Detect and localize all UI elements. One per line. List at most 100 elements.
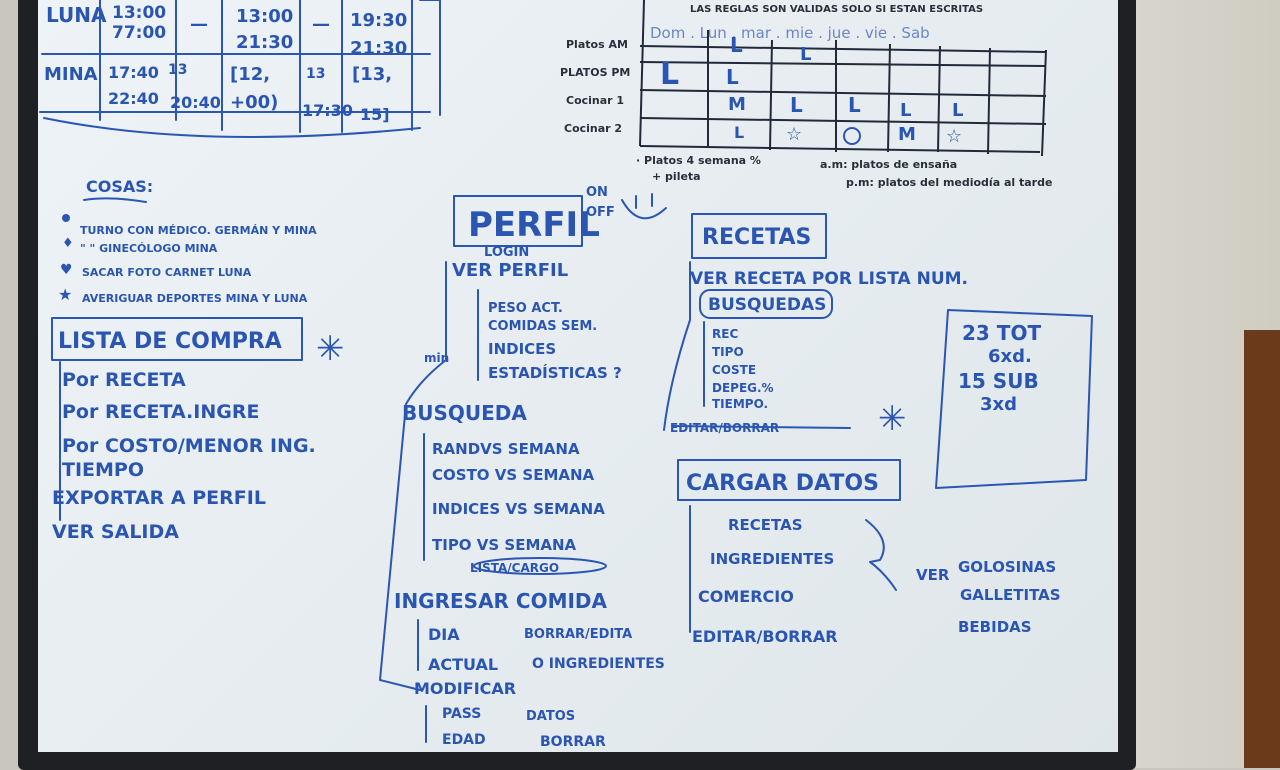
svg-text:BEBIDAS: BEBIDAS bbox=[958, 618, 1032, 636]
title-box bbox=[453, 195, 583, 247]
svg-text:TIEMPO.: TIEMPO. bbox=[712, 397, 768, 411]
svg-text:15 SUB: 15 SUB bbox=[958, 369, 1039, 393]
asterisk-icon: ✳ bbox=[316, 329, 345, 369]
svg-text:LOGIN: LOGIN bbox=[484, 245, 529, 260]
title-box bbox=[677, 459, 901, 501]
shopping-list: LISTA DE COMPRA ✳ Por RECETA Por RECETA.… bbox=[51, 317, 345, 543]
perfil-title: PERFIL bbox=[468, 205, 600, 245]
svg-text:15]: 15] bbox=[360, 105, 390, 124]
svg-text:DATOS: DATOS bbox=[526, 709, 575, 724]
title-box bbox=[691, 213, 827, 259]
svg-text:VER: VER bbox=[916, 566, 950, 584]
svg-text:EDITAR/BORRAR: EDITAR/BORRAR bbox=[692, 627, 838, 646]
svg-text:ON: ON bbox=[586, 185, 608, 200]
cosas-title: COSAS: bbox=[86, 177, 153, 196]
svg-text:19:30: 19:30 bbox=[350, 10, 407, 31]
svg-text:Cocinar 2: Cocinar 2 bbox=[564, 122, 622, 135]
svg-text:77:00: 77:00 bbox=[112, 23, 166, 43]
svg-text:[12,: [12, bbox=[230, 64, 270, 85]
svg-text:—: — bbox=[190, 14, 208, 35]
star-icon: ✳ bbox=[878, 399, 907, 439]
svg-text:· Platos 4 semana %: · Platos 4 semana % bbox=[636, 154, 761, 167]
svg-text:COMERCIO: COMERCIO bbox=[698, 587, 794, 606]
svg-text:OFF: OFF bbox=[586, 205, 615, 220]
svg-text:VER RECETA POR LISTA NUM.: VER RECETA POR LISTA NUM. bbox=[690, 269, 968, 289]
svg-text:INDICES: INDICES bbox=[488, 340, 556, 358]
svg-text:6xd.: 6xd. bbox=[988, 346, 1032, 367]
totals-box: 23 TOT 6xd. 15 SUB 3xd bbox=[935, 309, 1093, 489]
svg-text:13:00: 13:00 bbox=[236, 6, 293, 27]
svg-text:L: L bbox=[660, 57, 679, 92]
svg-text:TIEMPO: TIEMPO bbox=[62, 459, 144, 481]
svg-text:L: L bbox=[734, 123, 744, 142]
svg-text:13:00: 13:00 bbox=[112, 3, 166, 23]
svg-text:DIA: DIA bbox=[428, 625, 460, 644]
heart-icon: ♥ bbox=[60, 262, 73, 278]
svg-text:a.m: platos de ensaña: a.m: platos de ensaña bbox=[820, 158, 957, 171]
svg-text:Platos AM: Platos AM bbox=[566, 38, 628, 51]
weekday-header: Dom . Lun . mar . mie . jue . vie . Sab bbox=[650, 24, 930, 42]
title-box bbox=[699, 289, 833, 319]
svg-text:COSTO VS SEMANA: COSTO VS SEMANA bbox=[432, 466, 595, 484]
svg-text:L: L bbox=[900, 100, 911, 121]
svg-text:COSTE: COSTE bbox=[712, 363, 756, 377]
svg-text:DEPEG.%: DEPEG.% bbox=[712, 381, 774, 395]
svg-text:Por RECETA: Por RECETA bbox=[62, 369, 186, 391]
svg-text:L: L bbox=[800, 44, 811, 65]
svg-text:Cocinar 1: Cocinar 1 bbox=[566, 94, 624, 107]
svg-text:COMIDAS SEM.: COMIDAS SEM. bbox=[488, 319, 597, 334]
star-icon: ★ bbox=[58, 285, 72, 304]
svg-text:M: M bbox=[898, 124, 916, 145]
bullet-icon bbox=[62, 214, 70, 222]
svg-text:[13,: [13, bbox=[352, 64, 392, 85]
svg-text:PESO ACT.: PESO ACT. bbox=[488, 301, 563, 316]
svg-text:20:40: 20:40 bbox=[170, 93, 221, 112]
svg-text:INGRESAR COMIDA: INGRESAR COMIDA bbox=[394, 589, 608, 613]
shopping-title: LISTA DE COMPRA bbox=[58, 329, 282, 354]
svg-text:EDITAR/BORRAR: EDITAR/BORRAR bbox=[670, 421, 779, 435]
svg-text:Por RECETA.INGRE: Por RECETA.INGRE bbox=[62, 401, 259, 423]
svg-text:INGREDIENTES: INGREDIENTES bbox=[710, 550, 834, 568]
svg-text:☆: ☆ bbox=[786, 124, 802, 145]
oval-outline bbox=[473, 557, 607, 575]
svg-text:TIPO VS SEMANA: TIPO VS SEMANA bbox=[432, 536, 577, 554]
cosas-list: COSAS: TURNO CON MÉDICO. GERMÁN Y MINA ♦… bbox=[58, 177, 317, 305]
svg-text:BORRAR: BORRAR bbox=[540, 734, 606, 750]
svg-text:min: min bbox=[424, 351, 449, 365]
svg-text:TIPO: TIPO bbox=[712, 345, 744, 359]
svg-text:RECETAS: RECETAS bbox=[728, 516, 803, 534]
svg-text:+ pileta: + pileta bbox=[652, 170, 701, 183]
svg-text:BUSQUEDA: BUSQUEDA bbox=[402, 401, 527, 425]
svg-text:+00): +00) bbox=[230, 92, 278, 113]
svg-text:L: L bbox=[730, 33, 743, 57]
chores-grid: LAS REGLAS SON VALIDAS SOLO SI ESTAN ESC… bbox=[560, 0, 1052, 189]
svg-text:LISTA/CARGO: LISTA/CARGO bbox=[470, 561, 559, 575]
svg-text:GOLOSINAS: GOLOSINAS bbox=[958, 558, 1056, 576]
svg-text:17:40: 17:40 bbox=[108, 63, 159, 82]
svg-text:21:30: 21:30 bbox=[236, 32, 293, 53]
svg-text:RANDVS SEMANA: RANDVS SEMANA bbox=[432, 440, 580, 458]
svg-text:INDICES VS SEMANA: INDICES VS SEMANA bbox=[432, 500, 605, 518]
svg-text:GALLETITAS: GALLETITAS bbox=[960, 586, 1061, 604]
svg-text:13: 13 bbox=[306, 66, 325, 82]
svg-text:☆: ☆ bbox=[946, 126, 962, 147]
perfil-tree: ON OFF PERFIL LOGIN VER PERFIL PESO ACT.… bbox=[379, 185, 667, 750]
svg-text:—: — bbox=[312, 14, 330, 35]
rules-header: LAS REGLAS SON VALIDAS SOLO SI ESTAN ESC… bbox=[690, 4, 983, 15]
svg-text:L: L bbox=[726, 65, 739, 89]
svg-text:ACTUAL: ACTUAL bbox=[428, 655, 498, 674]
recetas-tree: RECETAS VER RECETA POR LISTA NUM. BUSQUE… bbox=[663, 213, 968, 439]
svg-text:17:30: 17:30 bbox=[302, 101, 353, 120]
cargar-title: CARGAR DATOS bbox=[686, 471, 879, 496]
svg-text:p.m: platos del mediodía al ta: p.m: platos del mediodía al tarde bbox=[846, 176, 1052, 189]
svg-text:21:30: 21:30 bbox=[350, 38, 407, 59]
cargar-datos-tree: CARGAR DATOS RECETAS INGREDIENTES COMERC… bbox=[677, 459, 1061, 646]
bullet-icon: ♦ bbox=[62, 236, 74, 251]
schedule-row-name: MINA bbox=[44, 64, 98, 85]
svg-text:3xd: 3xd bbox=[980, 394, 1017, 415]
svg-text:VER PERFIL: VER PERFIL bbox=[452, 260, 568, 281]
svg-text:" " GINECÓLOGO MINA: " " GINECÓLOGO MINA bbox=[80, 242, 218, 255]
svg-text:L: L bbox=[952, 100, 963, 121]
